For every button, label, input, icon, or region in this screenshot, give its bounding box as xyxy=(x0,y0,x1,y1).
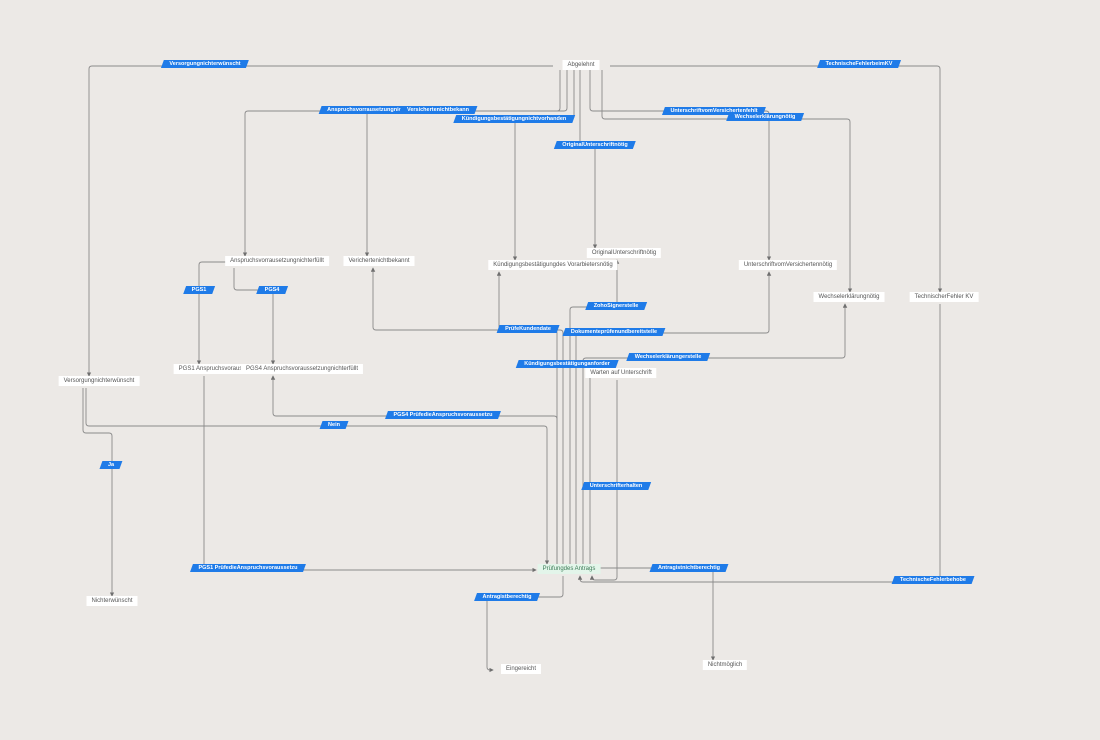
edge-pruefung-to-nicht-moeglich xyxy=(598,567,716,661)
node-pruefung[interactable]: Prüfungdes Antrags xyxy=(537,564,601,574)
edge-label-pgs1-label[interactable]: PGS1 xyxy=(183,286,215,294)
node-warten[interactable]: Warten auf Unterschrift xyxy=(585,368,657,378)
edge-label-text: TechnischeFehlerbehobe xyxy=(900,577,966,583)
node-pgs4-anspruch[interactable]: PGS4 Anspruchsvoraussetzungnichterfüllt xyxy=(240,364,364,374)
node-original-noetig[interactable]: OriginalUnterschriftnötig xyxy=(586,248,662,258)
edge-label-text: TechnischeFehlerbeimKV xyxy=(825,61,893,67)
edge-label-text: PGS4 PrüfedieAnspruchsvoraussetzu xyxy=(393,412,493,418)
node-nicht-erwuenscht[interactable]: Nichterwünscht xyxy=(86,596,138,606)
node-abgelehnt[interactable]: Abgelehnt xyxy=(562,60,600,70)
node-versorgung-nicht[interactable]: Versorgungnichterwünscht xyxy=(58,376,140,386)
edge-label-text: Kündigungsbestätigungnichtvorhanden xyxy=(461,116,567,122)
edge-label-pruefe-kunden-label[interactable]: PrüfeKundendate xyxy=(496,325,560,333)
edge-label-text: Versichertenichtbekann xyxy=(406,107,470,113)
edge-label-text: PrüfeKundendate xyxy=(505,326,551,332)
edge-label-text: Dokumenteprüfenundbereitstelle xyxy=(570,329,658,335)
node-nicht-moeglich[interactable]: Nichtmöglich xyxy=(702,660,748,670)
edge-label-original-label[interactable]: OriginalUnterschriftnötig xyxy=(553,141,637,149)
edge-pruefung-to-unterschrift-versichert xyxy=(575,271,772,566)
edge-label-text: PGS1 xyxy=(191,287,207,293)
edge-pruefung-to-eingereicht xyxy=(486,576,564,673)
edge-abgelehnt-to-anspruch-nicht xyxy=(242,70,561,257)
edge-label-dokument-label[interactable]: Dokumenteprüfenundbereitstelle xyxy=(562,328,666,336)
edge-label-kuendigung-label[interactable]: Kündigungsbestätigungnichtvorhanden xyxy=(453,115,575,123)
edge-label-pgs4-pruefe-label[interactable]: PGS4 PrüfedieAnspruchsvoraussetzu xyxy=(385,411,501,419)
edge-label-pgs1-pruefe-label[interactable]: PGS1 PrüfedieAnspruchsvoraussetzu xyxy=(190,564,306,572)
node-kuendigung-noetig[interactable]: Kündigungsbestätigungdes Vorarbietersnöt… xyxy=(488,260,618,270)
edge-label-text: Wechselerklärungnötig xyxy=(734,114,796,120)
edge-pruefung-to-pgs4-anspruch xyxy=(270,375,558,566)
edge-label-wechsel-label[interactable]: Wechselerklärungnötig xyxy=(726,113,804,121)
node-pgs1-anspruch[interactable]: PGS1 Anspruchsvorauss xyxy=(173,364,251,374)
edge-label-versorgung-label[interactable]: Versorgungnichterwünscht xyxy=(160,60,250,68)
edge-pruefung-to-kuendigung-noetig xyxy=(496,271,564,566)
edge-label-text: Unterschrifterhalten xyxy=(589,483,643,489)
edge-label-pgs4-label[interactable]: PGS4 xyxy=(256,286,288,294)
edge-label-text: PGS4 xyxy=(264,287,280,293)
edge-label-ja-label[interactable]: Ja xyxy=(99,461,123,469)
edge-label-text: Versorgungnichterwünscht xyxy=(169,61,241,67)
node-wechsel-noetig[interactable]: Wechselerklärungnötig xyxy=(813,292,885,302)
edge-label-unterschrift-erhalten-label[interactable]: Unterschrifterhalten xyxy=(581,482,651,490)
node-technischer-fehler[interactable]: TechnischerFehler KV xyxy=(909,292,979,302)
edge-label-zoho-label[interactable]: ZohoSignerstelle xyxy=(585,302,647,310)
edge-abgelehnt-to-versichert-unbekannt xyxy=(364,70,568,257)
edge-anspruch-to-pgs4 xyxy=(233,268,276,365)
edge-warten-to-pruefung xyxy=(589,380,618,581)
edge-label-text: Kündigungsbestätigunganforder xyxy=(524,361,610,367)
edge-anspruch-to-pgs1 xyxy=(196,261,230,365)
edge-label-nicht-berechtigt-label[interactable]: Antragistnichtberechtig xyxy=(649,564,729,572)
edge-label-text: Ja xyxy=(107,462,115,468)
node-unterschrift-versichert-noetig[interactable]: UnterschriftvomVersichertennötig xyxy=(738,260,838,270)
edge-versorgung-nicht-to-nicht-erwuenscht xyxy=(82,388,115,597)
edge-label-text: Anspruchsvorrausetzungnicht xyxy=(327,107,407,113)
edge-label-text: ZohoSignerstelle xyxy=(593,303,639,309)
node-versichert-unbekannt[interactable]: Verichertenichtbekannt xyxy=(343,256,415,266)
node-eingereicht[interactable]: Eingereicht xyxy=(500,664,542,674)
edge-technischer-fehler-to-pruefung xyxy=(577,304,941,583)
edge-pruefung-to-wechsel-noetig xyxy=(582,303,848,566)
edge-label-text: Antragistberechtig xyxy=(482,594,532,600)
edge-label-text: Antragistnichtberechtig xyxy=(657,565,721,571)
edge-label-wechsel-erstellen-label[interactable]: Wechselerklärungerstelle xyxy=(626,353,710,361)
edge-label-versichert-label[interactable]: Versichertenichtbekann xyxy=(398,106,478,114)
edge-pruefung-to-warten xyxy=(589,365,605,566)
node-anspruch-nicht[interactable]: Anspruchsvorrausetzungnichterfüllt xyxy=(225,256,329,266)
edge-label-technisch-kv-label[interactable]: TechnischeFehlerbeimKV xyxy=(817,60,901,68)
edge-label-text: Wechselerklärungerstelle xyxy=(634,354,702,360)
edge-abgelehnt-to-technischer-fehler xyxy=(610,65,943,293)
edge-label-berechtigt-label[interactable]: Antragistberechtig xyxy=(474,593,540,601)
edge-abgelehnt-to-wechsel-noetig xyxy=(601,70,853,293)
edge-label-kuendigung-anfordern-label[interactable]: Kündigungsbestätigunganforder xyxy=(515,360,619,368)
edge-abgelehnt-to-kuendigung-noetig xyxy=(512,70,575,261)
edge-pgs1-to-pruefung xyxy=(203,376,537,573)
edge-label-text: PGS1 PrüfedieAnspruchsvoraussetzu xyxy=(198,565,298,571)
edge-label-technisch-behoben-label[interactable]: TechnischeFehlerbehobe xyxy=(891,576,975,584)
edge-abgelehnt-to-unterschrift-versichert xyxy=(589,70,772,261)
edge-label-nein-label[interactable]: Nein xyxy=(319,421,349,429)
edge-label-text: OriginalUnterschriftnötig xyxy=(562,142,628,148)
edge-label-text: Nein xyxy=(328,422,340,428)
edge-abgelehnt-to-original-noetig xyxy=(579,70,598,249)
